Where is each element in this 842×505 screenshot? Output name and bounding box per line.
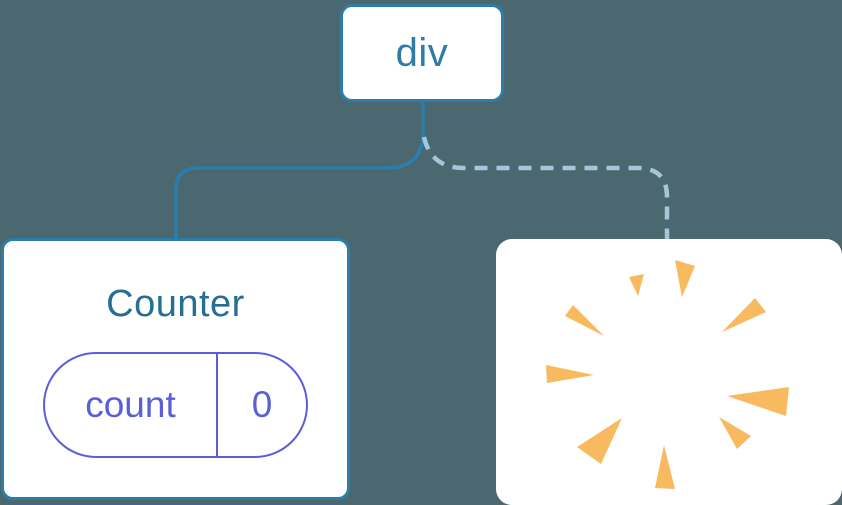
tree-node-root: div <box>340 4 504 102</box>
counter-node-title: Counter <box>106 283 245 325</box>
state-pill-divider <box>216 353 218 456</box>
state-key: count <box>85 383 176 425</box>
edge-root-to-counter <box>174 99 425 242</box>
tree-node-removed <box>496 239 842 505</box>
tree-node-counter: Counter count 0 <box>1 238 350 500</box>
state-pill: count 0 <box>43 351 308 458</box>
state-value: 0 <box>251 383 273 425</box>
poof-burst-icon <box>546 260 789 489</box>
edge-root-to-removed <box>421 136 670 241</box>
root-node-label: div <box>395 30 449 75</box>
